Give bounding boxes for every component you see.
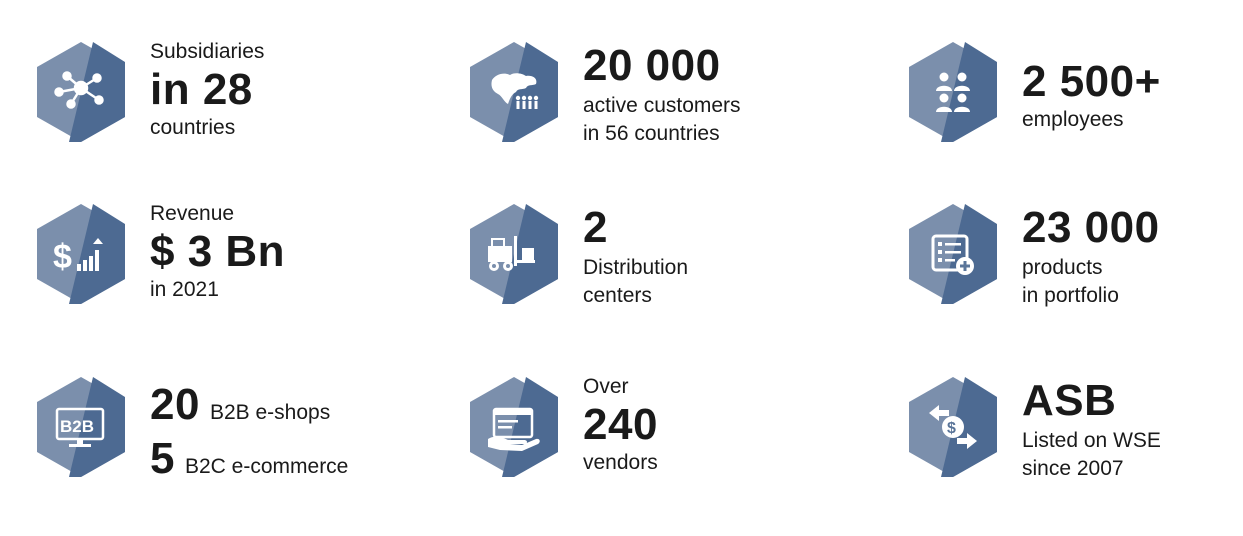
stat-label-b2c: B2C e-commerce — [184, 455, 349, 478]
stat-post-label: employees — [1022, 108, 1124, 131]
stat-products: 23 000 products in portfolio — [909, 204, 1243, 314]
stat-value: in 28 — [150, 65, 253, 114]
stat-pre-label: Subsidiaries — [150, 40, 265, 63]
stat-post-label-1: Distribution — [583, 256, 689, 279]
stat-post-label-2: since 2007 — [1022, 457, 1124, 480]
stat-value-b2c: 5 — [150, 434, 175, 483]
svg-text:$: $ — [947, 420, 956, 437]
stat-post-label: countries — [150, 116, 236, 139]
dollar-growth-icon: $ — [37, 204, 125, 304]
stat-pre-label: Revenue — [150, 202, 235, 225]
stat-value: 2 — [583, 203, 608, 252]
employees-icon — [909, 42, 997, 142]
network-icon — [37, 42, 125, 142]
stat-employees: 2 500+ employees — [909, 42, 1243, 152]
vendor-hand-icon — [470, 377, 558, 477]
b2b-monitor-icon: B2B — [37, 377, 125, 477]
stat-label-b2b: B2B e-shops — [209, 401, 331, 424]
stat-vendors: Over 240 vendors — [470, 375, 870, 487]
stat-value-b2b: 20 — [150, 380, 200, 429]
stat-pre-label: Over — [583, 375, 629, 398]
product-list-icon — [909, 204, 997, 304]
stat-value: 23 000 — [1022, 203, 1160, 252]
stat-post-label-2: in 56 countries — [583, 122, 720, 145]
svg-text:B2B: B2B — [60, 417, 94, 436]
stat-post-label-1: products — [1022, 256, 1103, 279]
stat-customers: 20 000 active customers in 56 countries — [470, 42, 870, 152]
stat-distribution: 2 Distribution centers — [470, 204, 870, 314]
stat-revenue: $ Revenue $ 3 Bn in 2021 — [37, 202, 437, 314]
stat-value: ASB — [1022, 376, 1117, 425]
stat-eshops: B2B 20 B2B e-shops 5 B2C e-commerce — [37, 377, 437, 487]
world-map-people-icon — [470, 42, 558, 142]
stat-post-label-1: active customers — [583, 94, 741, 117]
stat-value: 2 500+ — [1022, 57, 1161, 106]
stat-post-label: in 2021 — [150, 278, 219, 301]
forklift-icon — [470, 204, 558, 304]
stat-post-label-2: centers — [583, 284, 652, 307]
stat-post-label: vendors — [583, 451, 658, 474]
stat-value: 20 000 — [583, 41, 721, 90]
b2c-row: 5 B2C e-commerce — [150, 437, 348, 481]
stat-value: $ 3 Bn — [150, 227, 286, 276]
stat-listing: $ ASB Listed on WSE since 2007 — [909, 377, 1243, 487]
stat-value: 240 — [583, 400, 658, 449]
currency-exchange-icon: $ — [909, 377, 997, 477]
b2b-row: 20 B2B e-shops — [150, 383, 348, 427]
stat-subsidiaries: Subsidiaries in 28 countries — [37, 40, 437, 152]
svg-text:$: $ — [53, 238, 72, 276]
stat-post-label-1: Listed on WSE — [1022, 429, 1161, 452]
stat-post-label-2: in portfolio — [1022, 284, 1119, 307]
